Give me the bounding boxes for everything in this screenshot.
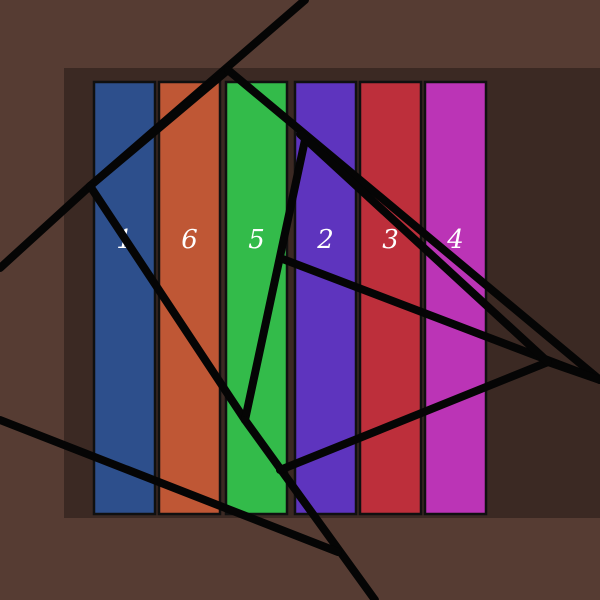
occluding-line-3	[86, 66, 232, 190]
occluding-line-8	[0, 416, 342, 556]
bar-2[interactable]	[157, 80, 222, 516]
bar-label-6: 4	[446, 225, 464, 255]
occluding-line-7	[241, 416, 379, 600]
bars-group: 165234	[92, 80, 488, 516]
bar-label-3: 5	[248, 225, 265, 255]
occluding-line-5	[224, 66, 600, 384]
occluding-line-12	[296, 130, 552, 366]
bar-1[interactable]	[92, 80, 157, 516]
occluding-line-10	[276, 358, 552, 474]
occluding-line-6	[241, 136, 309, 424]
bar-label-5: 3	[382, 225, 399, 255]
occluding-line-4	[86, 182, 249, 424]
bar-label-2: 6	[181, 225, 198, 255]
occluding-line-11	[544, 358, 600, 384]
occluding-line-1	[0, 182, 94, 272]
bar-3[interactable]	[224, 80, 289, 516]
bar-label-4: 2	[316, 225, 334, 255]
